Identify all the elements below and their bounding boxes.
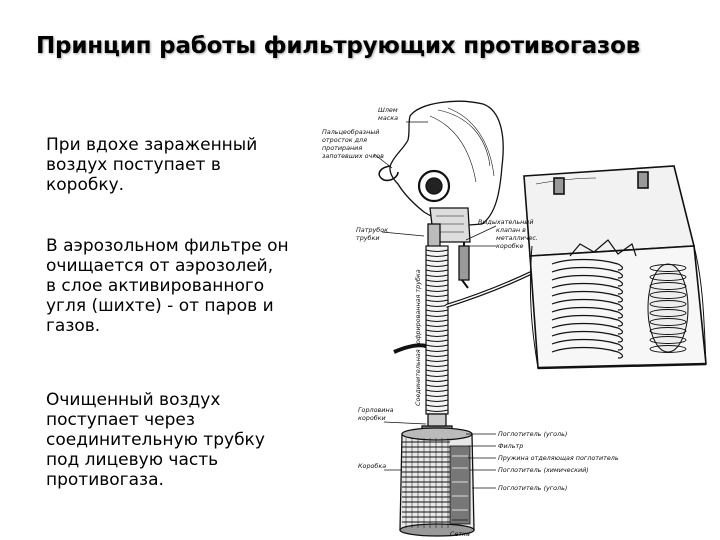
label-valve-line: Выдыхательный xyxy=(478,218,533,226)
label-absorber-coal: Поглотитель (уголь) xyxy=(498,430,567,438)
label-anti-fog-line: протирания xyxy=(322,144,362,152)
paragraph-line: угля (шихте) - от паров и xyxy=(46,296,336,316)
paragraph-filtering: В аэрозольном фильтре он очищается от аэ… xyxy=(46,236,336,336)
label-valve-line: металличес. xyxy=(496,234,538,242)
anti-fog-finger xyxy=(379,166,398,180)
label-helmet-line: маска xyxy=(378,114,398,122)
label-anti-fog-line: отросток для xyxy=(322,136,367,144)
paragraph-line: противогаза. xyxy=(46,470,336,490)
canister-cutaway xyxy=(450,446,470,524)
slide-title: Принцип работы фильтрующих противогазов xyxy=(36,33,696,59)
label-box-neck-line: коробки xyxy=(358,414,386,422)
label-filter: Фильтр xyxy=(498,442,523,450)
label-spring: Пружина отделяющая поглотитель xyxy=(498,454,619,462)
paragraph-line: Очищенный воздух xyxy=(46,390,336,410)
label-absorber-coal-2: Поглотитель (уголь) xyxy=(498,484,567,492)
label-tube: Соединительная гофрированная трубка xyxy=(414,269,422,406)
paragraph-line: коробку. xyxy=(46,175,336,195)
paragraph-line: под лицевую часть xyxy=(46,450,336,470)
paragraph-inhalation: При вдохе зараженный воздух поступает в … xyxy=(46,135,336,195)
label-absorber-chemical: Поглотитель (химический) xyxy=(498,466,589,474)
label-box: Коробка xyxy=(358,462,386,470)
label-bottom-mesh: Сетка xyxy=(450,530,470,538)
gas-mask-illustration: Шлем маска Пальцеобразный отросток для п… xyxy=(318,96,720,540)
mask-head-outline xyxy=(390,101,503,226)
paragraph-clean-air: Очищенный воздух поступает через соедини… xyxy=(46,390,336,490)
paragraph-line: соединительную трубку xyxy=(46,430,336,450)
label-anti-fog-line: запотевших очков xyxy=(322,152,384,160)
paragraph-line: При вдохе зараженный xyxy=(46,135,336,155)
paragraph-line: поступает через xyxy=(46,410,336,430)
label-helmet-line: Шлем xyxy=(378,106,398,114)
label-nozzle-line: трубки xyxy=(356,234,380,242)
bag-buckle xyxy=(554,178,564,194)
paragraph-line: очищается от аэрозолей, xyxy=(46,256,336,276)
label-anti-fog-line: Пальцеобразный xyxy=(322,128,379,136)
label-valve-line: клапан в xyxy=(496,226,526,234)
eyepiece-glass xyxy=(426,178,442,194)
paragraph-line: газов. xyxy=(46,316,336,336)
gas-mask-drawing: Шлем маска Пальцеобразный отросток для п… xyxy=(318,96,720,540)
label-box-neck-line: Горловина xyxy=(358,406,394,414)
paragraph-line: воздух поступает в xyxy=(46,155,336,175)
paragraph-line: В аэрозольном фильтре он xyxy=(46,236,336,256)
paragraph-line: в слое активированного xyxy=(46,276,336,296)
mask-head-hatching xyxy=(430,108,494,182)
bag-mask-coil xyxy=(648,264,688,352)
label-nozzle-line: Патрубок xyxy=(356,226,388,234)
label-valve-line: коробке xyxy=(496,242,524,250)
